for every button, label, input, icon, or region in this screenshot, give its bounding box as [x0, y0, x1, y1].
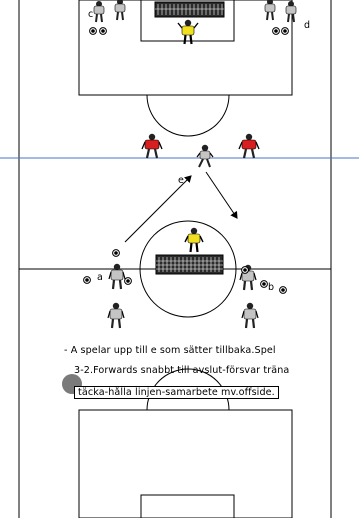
top-penalty-arc	[146, 94, 230, 137]
label-e: e	[178, 175, 184, 186]
ball-icon	[279, 286, 287, 294]
ball-icon	[260, 280, 268, 288]
ball-icon	[241, 266, 249, 274]
ball-icon	[124, 277, 132, 285]
center-goal	[155, 254, 224, 275]
player-e	[196, 144, 214, 168]
label-b: b	[268, 282, 274, 293]
player-goalkeeper-center	[184, 227, 204, 253]
bottom-penalty-area	[78, 409, 293, 518]
player-red-defender-right	[238, 133, 260, 159]
player-red-defender-left	[141, 133, 163, 159]
center-circle	[139, 220, 237, 318]
pass-arrow	[124, 175, 192, 243]
ball-icon	[89, 27, 97, 35]
drill-note-line-2: 3-2.Forwards snabbt till avslut-försvar …	[74, 365, 290, 376]
ball-icon	[83, 276, 91, 284]
drill-note-line-3: täcka-hålla linjen-samarbete mv.offside.	[74, 386, 279, 399]
top-goal-area	[140, 0, 235, 42]
label-d: d	[304, 20, 310, 31]
player-goalkeeper-top	[177, 19, 199, 45]
player-c-group	[93, 0, 126, 23]
label-c: c	[88, 9, 93, 20]
top-penalty-area	[78, 0, 293, 96]
ball-icon	[272, 27, 280, 35]
balls	[83, 27, 289, 294]
player-a-top	[108, 263, 126, 290]
player-b-bottom	[241, 302, 259, 329]
run-arrow	[205, 171, 238, 219]
label-a: a	[97, 272, 103, 283]
ball-icon	[281, 27, 289, 35]
ball-icon	[112, 249, 120, 257]
player-d-group	[264, 0, 297, 23]
player-a-bottom	[107, 302, 125, 329]
drill-note-line-1: - A spelar upp till e som sätter tillbak…	[64, 345, 276, 356]
bottom-goal-area	[140, 494, 235, 518]
ball-icon	[99, 27, 107, 35]
top-goal	[154, 1, 225, 18]
